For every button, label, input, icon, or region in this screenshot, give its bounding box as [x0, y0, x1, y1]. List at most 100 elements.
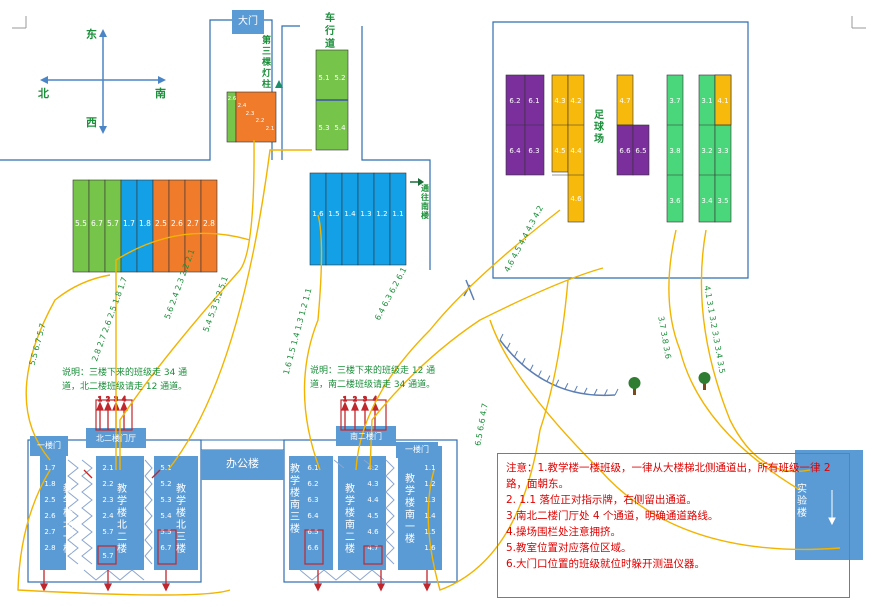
office-label: 办公楼 — [226, 457, 259, 470]
fence-tick — [521, 358, 526, 365]
class-label: 5.3 — [318, 124, 329, 132]
class-label: 4.5 — [367, 512, 378, 520]
class-label: 6.6 — [619, 147, 631, 155]
class-label: 2.7 — [44, 528, 55, 536]
class-label: 2.4 — [238, 103, 247, 109]
class-label: 4.6 — [570, 195, 582, 203]
channel-arrowhead — [351, 401, 359, 411]
teaching-buildings — [27, 426, 458, 583]
class-label: 3.6 — [669, 197, 681, 205]
notice-line-2: 2. 1.1 落位正对指示牌，右侧留出通道。 — [506, 494, 697, 506]
class-label: 6.3 — [528, 147, 539, 155]
class-label: 1.8 — [44, 480, 55, 488]
driveway-label: 车行道 — [325, 13, 335, 50]
channel-arrowhead — [361, 401, 369, 411]
class-label: 1.6 — [312, 210, 324, 218]
fence-tick — [603, 389, 608, 396]
notice-line-1: 注意：1.教学楼一楼班级，一律从大楼梯北侧通道出，所有班级一律 2 路，面朝东。 — [506, 462, 831, 490]
class-label: 4.2 — [367, 464, 378, 472]
class-label: 1.3 — [424, 496, 435, 504]
channel-number: 3 — [363, 396, 367, 403]
south1-building-label: 教学楼南一楼 — [405, 474, 415, 545]
lab-arrows — [828, 490, 836, 526]
fence-tick — [499, 333, 504, 341]
class-label: 4.5 — [554, 147, 565, 155]
fence-tick — [573, 385, 578, 393]
stairs — [67, 459, 395, 581]
channel-number: 4 — [373, 396, 377, 403]
third-pillar-label: 第三棵灯柱 — [262, 36, 272, 90]
route-label: 5.4 5.3 5.2 5.1 — [201, 275, 229, 333]
class-label: 5.5 — [75, 219, 87, 228]
fence-tick — [513, 350, 518, 358]
channel-arrowhead — [120, 401, 128, 411]
fence-tick — [537, 370, 542, 377]
south-arrow — [410, 178, 424, 186]
channel-arrowhead — [104, 401, 112, 411]
class-label: 2.1 — [266, 126, 275, 132]
class-label: 2.6 — [171, 219, 183, 228]
class-label: 5.2 — [160, 480, 171, 488]
channel-arrowhead — [341, 401, 349, 411]
fence-tick — [583, 387, 588, 395]
class-label: 5.4 — [334, 124, 346, 132]
class-label: 4.6 — [367, 528, 379, 536]
class-label: 3.5 — [717, 197, 728, 205]
class-label: 3.3 — [717, 147, 728, 155]
exit-arrows — [39, 469, 432, 592]
class-label: 5.2 — [334, 74, 345, 82]
gate-label: 大门 — [232, 10, 264, 34]
class-label: 4.3 — [554, 97, 565, 105]
lab-label: 实验楼 — [797, 484, 807, 519]
class-label: 2.2 — [102, 480, 113, 488]
class-label: 6.1 — [528, 97, 539, 105]
route-label: 2.8 2.7 2.6 2.5 1.8 1.7 — [90, 276, 129, 363]
class-label: 3.4 — [701, 197, 713, 205]
class-label: 2.1 — [102, 464, 113, 472]
compass-south: 南 — [155, 87, 166, 100]
class-label: 2.6 — [228, 96, 237, 102]
compass-west: 西 — [86, 116, 97, 129]
fence-tick — [555, 379, 560, 386]
class-label: 4.1 — [717, 97, 728, 105]
channel-number: 2 — [353, 396, 357, 403]
route-label: 4.6 4.5 4.4 4.3 4.2 — [502, 204, 545, 273]
class-label: 6.5 — [307, 528, 318, 536]
channel-number: 1 — [98, 396, 102, 403]
class-label: 1.4 — [344, 210, 356, 218]
class-label: 1.8 — [139, 219, 151, 228]
notice-line-3: 3.南北二楼门厅处 4 个通道，明确通道路线。 — [506, 510, 719, 522]
route-label: 6.5 6.6 4.7 — [473, 402, 489, 446]
class-label: 4.3 — [367, 480, 378, 488]
fence-tick — [593, 388, 598, 396]
class-label: 1.7 — [44, 464, 55, 472]
road-outlines — [0, 19, 749, 279]
north1-building-label: 教学楼北一楼 — [63, 484, 73, 555]
fence-tick — [529, 364, 534, 371]
channel-number: 2 — [106, 396, 110, 403]
compass — [40, 29, 166, 134]
playground-label: 足球场 — [594, 110, 604, 145]
playground-fence-arc — [463, 279, 616, 397]
class-label: 4.4 — [367, 496, 379, 504]
class-label: 1.2 — [376, 210, 387, 218]
class-label: 3.7 — [669, 97, 680, 105]
south3-building-label: 教学楼南三楼 — [290, 464, 300, 535]
class-label: 2.3 — [246, 111, 255, 117]
class-label: 5.1 — [318, 74, 329, 82]
class-label: 6.2 — [307, 480, 318, 488]
route-label: 6.4 6.3 6.2 6.1 — [373, 266, 408, 322]
class-label: 5.7 — [102, 528, 113, 536]
notice-box: 注意：1.教学楼一楼班级，一律从大楼梯北侧通道出，所有班级一律 2 路，面朝东。… — [497, 453, 850, 598]
class-label: 5.3 — [160, 496, 171, 504]
purple-block — [632, 124, 650, 176]
class-label: 4.4 — [570, 147, 582, 155]
class-label: 2.6 — [44, 512, 56, 520]
class-label: 2.8 — [203, 219, 215, 228]
left-explanation: 说明：三楼下来的班级走 34 通道，北二楼班级请走 12 通道。 — [62, 368, 188, 392]
south1-gate-label: 一楼门 — [405, 445, 429, 454]
class-label: 1.4 — [424, 512, 436, 520]
